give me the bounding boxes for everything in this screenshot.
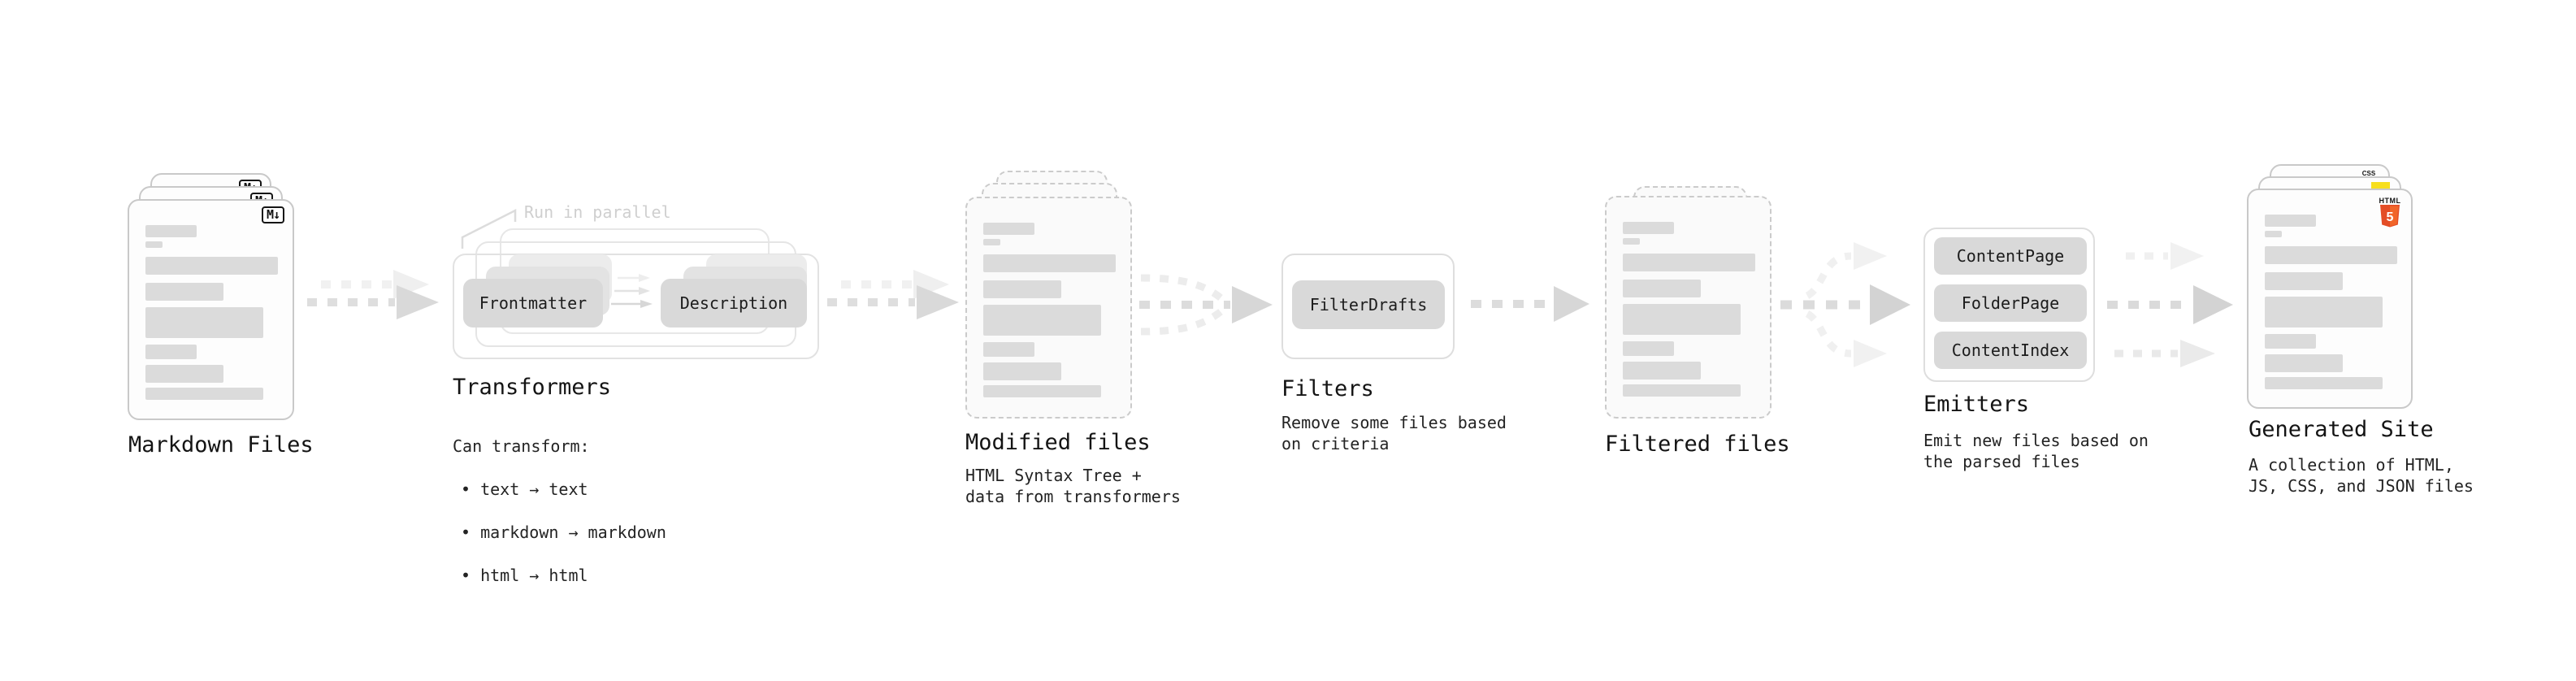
- placeholder-bar: [1623, 362, 1701, 380]
- placeholder-bar: [145, 388, 263, 400]
- placeholder-bar: [983, 239, 1000, 245]
- flow-arrow-emitters-to-generated: [2107, 242, 2233, 367]
- placeholder-bar: [145, 307, 263, 338]
- filtered-file-card: [1605, 196, 1772, 419]
- placeholder-bar: [2265, 246, 2397, 264]
- placeholder-bar: [1623, 304, 1741, 335]
- flow-arrow-filtered-to-emitters: [1780, 242, 1910, 367]
- emitter-box-contentindex: ContentIndex: [1934, 332, 2087, 369]
- placeholder-bar: [145, 225, 197, 237]
- stage-description: A collection of HTML, JS, CSS, and JSON …: [2249, 455, 2474, 496]
- filter-box-filterdrafts: FilterDrafts: [1292, 280, 1445, 329]
- placeholder-bar: [145, 241, 163, 248]
- text-placeholder-bars: [983, 223, 1116, 397]
- placeholder-bar: [983, 254, 1116, 272]
- stage-label: Markdown Files: [128, 432, 314, 458]
- placeholder-bar: [145, 365, 223, 383]
- placeholder-bar: [2265, 334, 2316, 349]
- stage-description: HTML Syntax Tree + data from transformer…: [965, 466, 1181, 506]
- html5-shield: 5: [2380, 205, 2400, 228]
- emitter-box-contentpage: ContentPage: [1934, 237, 2087, 275]
- placeholder-bar: [2265, 215, 2316, 227]
- placeholder-bar: [2265, 377, 2383, 389]
- run-in-parallel-note: Run in parallel: [524, 202, 671, 222]
- callout-line: [461, 208, 517, 249]
- markdown-file-card: M↓: [128, 199, 294, 420]
- transformer-box-frontmatter: Frontmatter: [463, 279, 603, 327]
- stage-description: Can transform: • text → text • markdown …: [453, 414, 666, 608]
- placeholder-bar: [145, 257, 278, 275]
- generated-file-card: HTML 5: [2247, 189, 2413, 409]
- placeholder-bar: [1623, 280, 1701, 297]
- desc-heading: Can transform:: [453, 436, 590, 456]
- stage-label: Filtered files: [1605, 432, 1790, 457]
- markdown-icon: M↓: [261, 206, 284, 223]
- placeholder-bar: [983, 385, 1101, 397]
- transformer-box-description: Description: [661, 279, 807, 327]
- parallel-transform-arrows: [611, 274, 653, 308]
- placeholder-bar: [983, 362, 1061, 380]
- svg-text:5: 5: [2387, 210, 2394, 224]
- placeholder-bar: [1623, 238, 1640, 245]
- text-placeholder-bars: [1623, 222, 1755, 397]
- flow-arrow-filters-to-filtered: [1471, 286, 1589, 322]
- text-placeholder-bars: [145, 225, 278, 400]
- flow-arrow-modified-to-filters: [1139, 274, 1273, 336]
- placeholder-bar: [2265, 354, 2343, 372]
- placeholder-bar: [2265, 272, 2343, 290]
- stage-description: Remove some files based on criteria: [1281, 413, 1507, 453]
- stage-label: Filters: [1281, 376, 1374, 401]
- placeholder-bar: [1623, 341, 1674, 356]
- bullet-item: • html → html: [461, 566, 588, 585]
- text-placeholder-bars: [2265, 215, 2397, 389]
- placeholder-bar: [1623, 254, 1755, 271]
- transformer-group: [453, 254, 819, 359]
- flow-arrow-transformers-to-modified: [827, 270, 959, 319]
- placeholder-bar: [2265, 231, 2282, 237]
- placeholder-bar: [983, 342, 1034, 357]
- html5-icon-word: HTML: [2379, 197, 2401, 205]
- placeholder-bar: [983, 305, 1101, 336]
- placeholder-bar: [145, 283, 223, 301]
- placeholder-bar: [2265, 297, 2383, 327]
- placeholder-bar: [1623, 222, 1674, 234]
- stage-label: Emitters: [1923, 392, 2030, 417]
- stage-label: Modified files: [965, 430, 1151, 455]
- modified-file-card: [965, 197, 1132, 419]
- bullet-item: • text → text: [461, 479, 588, 499]
- placeholder-bar: [145, 345, 197, 359]
- emitter-box-folderpage: FolderPage: [1934, 284, 2087, 322]
- flow-arrow-markdown-to-transformers: [307, 270, 439, 319]
- placeholder-bar: [983, 280, 1061, 298]
- placeholder-bar: [983, 223, 1034, 235]
- html5-icon: HTML 5: [2377, 197, 2403, 231]
- stage-label: Generated Site: [2249, 417, 2434, 442]
- placeholder-bar: [1623, 384, 1741, 397]
- stage-label: Transformers: [453, 375, 612, 400]
- bullet-item: • markdown → markdown: [461, 523, 666, 542]
- stage-description: Emit new files based on the parsed files: [1923, 431, 2149, 471]
